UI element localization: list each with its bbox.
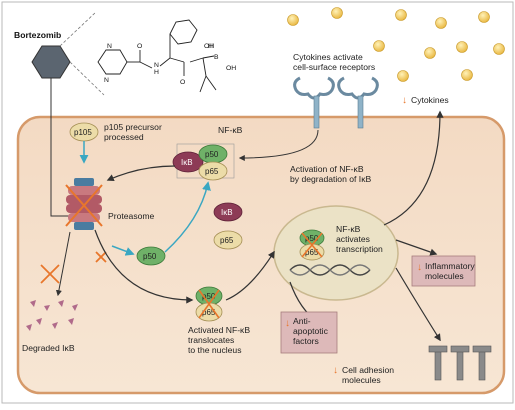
inflammatory-box	[411, 255, 476, 287]
p105-label: p105	[74, 128, 92, 137]
activation-label-1: Activation of NF-κB	[290, 164, 364, 174]
p105-processed-label-1: p105 precursor	[104, 122, 162, 132]
degraded-fragments	[26, 300, 78, 331]
ikb-molecule-2	[213, 202, 243, 222]
nfkb-activates-label-2: activates	[336, 234, 370, 244]
dna-helix	[289, 264, 371, 276]
cell-membrane	[16, 115, 506, 395]
p50-label-3: p50	[202, 292, 216, 301]
down-arrow-icon: ↓	[333, 365, 338, 376]
anti-apoptotic-label-1: Anti-	[293, 316, 311, 326]
cytokines-label: Cytokines	[411, 95, 449, 105]
receptor-2	[337, 76, 379, 129]
down-arrow-icon: ↓	[402, 95, 407, 106]
cell-adhesion-label-1: Cell adhesion	[342, 365, 394, 375]
to-cytokines-arrow	[383, 110, 444, 226]
activated-label-3: to the nucleus	[188, 345, 242, 355]
to-inflammatory-arrow	[395, 239, 438, 256]
chem-oh1: OH	[204, 43, 214, 50]
anti-apoptotic-label-3: factors	[293, 336, 319, 346]
p65-label-3: p65	[202, 308, 216, 317]
chem-n2: N	[104, 77, 109, 84]
chem-o2: O	[180, 79, 185, 86]
nfkb-activates-label-1: NF-κB	[336, 224, 361, 234]
down-arrow-icon: ↓	[417, 262, 422, 273]
degraded-ikb-label: Degraded IκB	[22, 343, 75, 353]
chem-o1: O	[137, 43, 142, 50]
ikb-label-2: IκB	[221, 208, 233, 217]
chem-n1: N	[107, 43, 112, 50]
chem-h1: H	[154, 69, 159, 76]
p65-molecule-2	[213, 230, 243, 250]
p50-label-2: p50	[143, 252, 157, 261]
bortezomib-label: Bortezomib	[14, 30, 61, 40]
nfkb-activates-label-3: transcription	[336, 244, 383, 254]
to-adhesion-arrow	[395, 267, 441, 342]
p50-to-complex-arrow	[164, 181, 211, 253]
complex-to-proteasome-arrow	[106, 165, 176, 181]
proteasome-to-activated-arrow	[94, 229, 194, 304]
proteasome-label: Proteasome	[108, 211, 155, 221]
receptor-1	[293, 76, 335, 129]
p65-label-4: p65	[305, 248, 319, 257]
proteasome-inhibit-x-2	[65, 184, 103, 227]
nfkb-complex-title: NF-κB	[218, 125, 243, 135]
chem-h2: H	[208, 43, 213, 50]
activated-label-2: translocates	[188, 335, 234, 345]
translocate-arrow	[225, 250, 275, 301]
down-arrow-icon: ↓	[285, 318, 290, 329]
ikb-molecule-1	[172, 151, 204, 173]
p50-molecule-2	[136, 246, 166, 266]
bortezomib-structure	[97, 19, 217, 93]
inflammatory-label-1: Inflammatory	[425, 261, 475, 271]
activated-label-1: Activated NF-κB	[188, 325, 250, 335]
inflammatory-label-2: molecules	[425, 271, 464, 281]
p50-label-4: p50	[305, 234, 319, 243]
p50-label-1: p50	[205, 150, 219, 159]
chem-oh2: OH	[226, 65, 236, 72]
receptor-signal-arrow	[238, 129, 319, 161]
degrade-inhibit-x-2	[40, 264, 60, 284]
adhesion-molecules	[428, 345, 492, 381]
anti-apoptotic-box	[280, 311, 338, 354]
p105-processed-label-2: processed	[104, 132, 144, 142]
ikb-label-1: IκB	[181, 158, 193, 167]
cytokines-activate-label-1: Cytokines activate	[293, 52, 363, 62]
p65-label-2: p65	[220, 236, 234, 245]
chem-n3: N	[154, 62, 159, 69]
cytokines-group	[287, 7, 505, 82]
cell-adhesion-label-2: molecules	[342, 375, 381, 385]
cytokines-activate-label-2: cell-surface receptors	[293, 62, 375, 72]
proteasome	[66, 178, 102, 230]
activation-label-2: by degradation of IκB	[290, 174, 371, 184]
p65-label-1: p65	[205, 167, 219, 176]
chem-b: B	[214, 54, 219, 61]
anti-apoptotic-label-2: apoptotic	[293, 326, 329, 336]
p65-molecule-1	[198, 161, 228, 181]
